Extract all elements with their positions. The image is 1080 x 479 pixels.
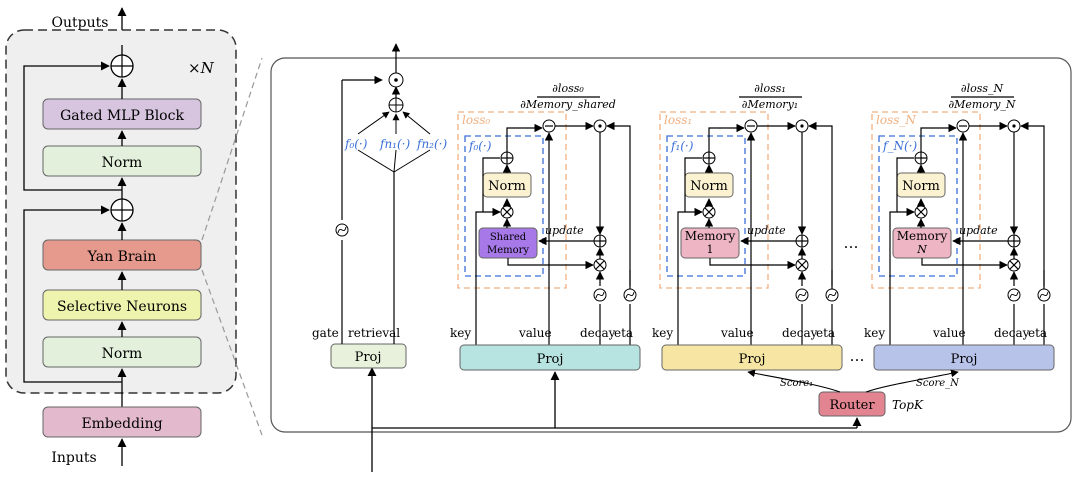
proj-bar bbox=[873, 344, 1055, 371]
loss-box bbox=[659, 111, 769, 289]
norm-bottom-label: Norm bbox=[102, 346, 143, 362]
scoreN-label: Score_N bbox=[916, 378, 960, 389]
memory-label-1: Memory bbox=[897, 229, 948, 243]
value-label: value bbox=[932, 326, 966, 340]
f-label: f₀(·) bbox=[468, 139, 492, 153]
grad-denominator: ∂Memory₁ bbox=[742, 98, 798, 111]
eta-label: eta bbox=[1028, 326, 1047, 340]
proj-small bbox=[330, 343, 407, 369]
grad-numerator: ∂loss₁ bbox=[754, 82, 786, 95]
inner-norm-label: Norm bbox=[690, 179, 728, 194]
proj-bar-label: Proj bbox=[537, 352, 564, 367]
router-box bbox=[818, 391, 886, 417]
router-label: Router bbox=[829, 398, 875, 413]
detail-panel bbox=[270, 57, 1072, 433]
decay-label: decay bbox=[782, 326, 818, 340]
f0-label: f₀(·) bbox=[344, 137, 368, 151]
key-label: key bbox=[864, 326, 885, 340]
decay-label: decay bbox=[994, 326, 1030, 340]
selective-neurons-label: Selective Neurons bbox=[57, 299, 187, 315]
gated-mlp-label: Gated MLP Block bbox=[60, 108, 184, 124]
grad-numerator: ∂loss_N bbox=[961, 82, 1004, 95]
memory-label-2: N bbox=[916, 243, 927, 256]
key-label: key bbox=[652, 326, 673, 340]
repeat-label: ×N bbox=[188, 59, 215, 77]
outputs-label: Outputs bbox=[52, 15, 109, 31]
loss-box bbox=[457, 111, 567, 289]
key-label: key bbox=[450, 326, 471, 340]
f-box bbox=[666, 135, 746, 277]
proj-bar bbox=[459, 344, 641, 371]
loss-box bbox=[871, 111, 981, 289]
update-label: update bbox=[545, 224, 584, 237]
embedding-label: Embedding bbox=[81, 416, 162, 432]
fn2-label: fn₂(·) bbox=[416, 137, 447, 151]
f-label: f_N(·) bbox=[882, 139, 917, 153]
inner-norm-label: Norm bbox=[902, 179, 940, 194]
memory-label-2: 1 bbox=[707, 243, 714, 256]
memory-label-2: Memory bbox=[487, 245, 529, 256]
decay-label: decay bbox=[580, 326, 616, 340]
memory-module-0: ∂loss₀ ∂Memory_shared loss₀ f₀(·) NormShared… bbox=[450, 82, 641, 371]
ellipsis-mid: … bbox=[844, 234, 859, 252]
eta-label: eta bbox=[816, 326, 835, 340]
input-bus bbox=[367, 367, 862, 472]
value-label: value bbox=[720, 326, 754, 340]
inner-norm-label: Norm bbox=[488, 179, 526, 194]
proj-small-label: Proj bbox=[355, 350, 382, 365]
proj-bar-label: Proj bbox=[739, 352, 766, 367]
retrieval-label: retrieval bbox=[348, 326, 400, 340]
topk-label: TopK bbox=[892, 398, 924, 412]
eta-label: eta bbox=[614, 326, 633, 340]
inputs-label: Inputs bbox=[51, 450, 96, 466]
router-group: Router TopK Score₁ Score_N bbox=[747, 369, 960, 417]
yan-brain-label: Yan Brain bbox=[87, 249, 157, 265]
norm-top-label: Norm bbox=[102, 155, 143, 171]
f-box bbox=[878, 135, 958, 277]
value-label: value bbox=[518, 326, 552, 340]
gate-label: gate bbox=[312, 326, 339, 340]
update-label: update bbox=[959, 224, 998, 237]
memory-module-2: ∂loss_N ∂Memory_N loss_N f_N(·) NormMemoryNu… bbox=[864, 82, 1055, 371]
f-label: f₁(·) bbox=[670, 139, 694, 153]
f-box bbox=[464, 135, 544, 277]
memory-label-1: Memory bbox=[685, 229, 736, 243]
fn1-label: fn₁(·) bbox=[379, 137, 410, 151]
retrieval-branch: Proj gate retrieval f₀(·) fn₁(·) fn₂(·) bbox=[312, 43, 447, 369]
loss-label: loss₁ bbox=[664, 113, 692, 127]
zoom-line-top bbox=[201, 57, 263, 241]
grad-numerator: ∂loss₀ bbox=[552, 82, 584, 95]
grad-denominator: ∂Memory_N bbox=[948, 98, 1015, 111]
left-stack: Outputs ×N Gated MLP Block Norm Yan Brai… bbox=[5, 7, 237, 466]
ellipsis-proj: … bbox=[850, 347, 865, 365]
memory-label-1: Shared bbox=[490, 232, 527, 243]
embedding-block bbox=[42, 406, 202, 438]
loss-label: loss₀ bbox=[462, 113, 490, 127]
loss-label: loss_N bbox=[876, 113, 916, 127]
grad-denominator: ∂Memory_shared bbox=[520, 98, 616, 111]
update-label: update bbox=[747, 224, 786, 237]
score1-label: Score₁ bbox=[780, 378, 813, 389]
proj-bar-label: Proj bbox=[951, 352, 978, 367]
